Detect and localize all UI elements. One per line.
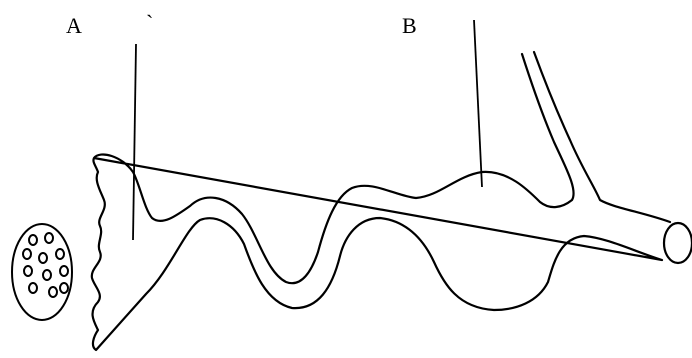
follicle — [39, 253, 47, 263]
oviduct-outline — [92, 52, 670, 350]
ovary — [12, 224, 72, 320]
follicle — [23, 249, 31, 259]
follicle — [43, 270, 51, 280]
uterine-opening — [664, 223, 692, 263]
label-b: B — [402, 13, 417, 38]
follicle — [49, 287, 57, 297]
label-a: A — [66, 13, 82, 38]
follicle — [60, 266, 68, 276]
follicle — [56, 249, 64, 259]
follicle — [29, 283, 37, 293]
ovary-outline — [12, 224, 72, 320]
follicle — [60, 283, 68, 293]
label-a-pointer — [133, 44, 136, 240]
follicle — [24, 266, 32, 276]
follicle — [45, 233, 53, 243]
label-b-pointer — [474, 20, 482, 187]
follicle — [29, 235, 37, 245]
stray-mark: ` — [146, 10, 153, 35]
